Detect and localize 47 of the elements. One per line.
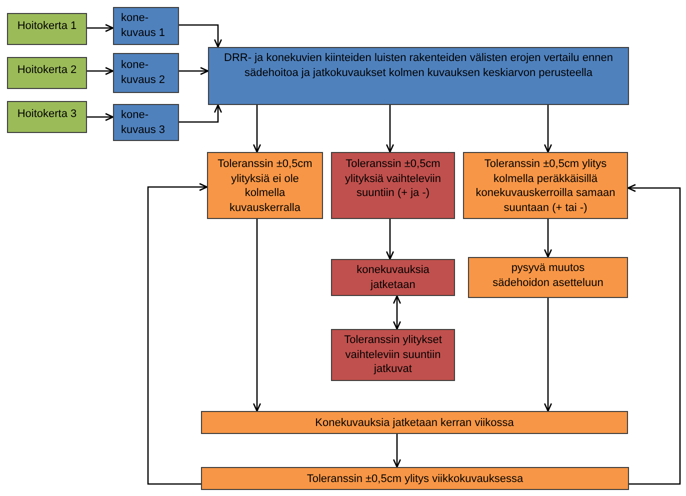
imaging-box [113,7,179,45]
outcome-box [463,152,628,219]
outcome-box [331,329,455,381]
arrow [179,24,222,48]
arrow [392,434,402,468]
step-text: Toleranssin ±0,5cm ylitys kolmella peräkkäisillä konekuvauskerroilla samaan suuntaan (+ tai -) [474,157,616,215]
arrow [386,219,394,260]
step-text: Hoitokerta 2 [16,63,78,78]
step-text: DRR- ja konekuvien kiinteiden luisten rakenteiden välisten erojen vertailu ennen sädehoitoa ja jatkokuvaukset kolmen kuvauksen keskiarvon perusteella [223,51,614,80]
arrow [252,219,262,412]
step-text: pysyvä muutos sädehoidon asetteluun [492,261,604,290]
imaging-box [113,104,179,141]
step-text: Toleranssin ±0,5cm ylitys viikkokuvauksessa [306,472,524,486]
arrow [179,104,222,123]
step-text: Toleranssin ylitykset vaihteleviin suuntiin jatkuvat [343,333,443,376]
arrow [544,219,552,258]
double-arrow [392,295,402,330]
step-text: Hoitokerta 3 [16,107,78,122]
arrow [386,105,394,153]
arrow [87,24,114,32]
arrow [544,105,552,153]
action-box [201,411,628,434]
step-text: Hoitokerta 1 [16,19,78,34]
arrow [544,298,552,412]
session-box [7,13,87,45]
imaging-box [113,53,179,93]
comparison-box [208,47,629,105]
action-box [468,257,628,298]
arrow [179,66,209,76]
session-box [7,57,87,89]
step-text: Toleranssin ±0,5cm ylityksiä vaihteleviin suuntiin (+ ja -) [344,157,442,200]
arrow [87,66,114,76]
outcome-box [331,152,455,219]
outcome-box [207,152,323,219]
session-box [7,101,87,133]
arrow [627,184,681,485]
action-box [331,259,455,296]
step-text: kone- kuvaus 3 [121,108,166,137]
step-text: kone- kuvaus 2 [121,58,166,87]
outcome-box [201,467,629,490]
arrow [147,182,208,485]
step-text: Toleranssin ±0,5cm ylityksiä ei ole kolmella kuvauskerralla [216,157,314,215]
step-text: konekuvauksia jatketaan [356,263,430,292]
arrow [252,105,262,153]
step-text: kone- kuvaus 1 [121,11,166,40]
arrow [87,112,114,122]
step-text: Konekuvauksia jatketaan kerran viikossa [314,416,515,430]
